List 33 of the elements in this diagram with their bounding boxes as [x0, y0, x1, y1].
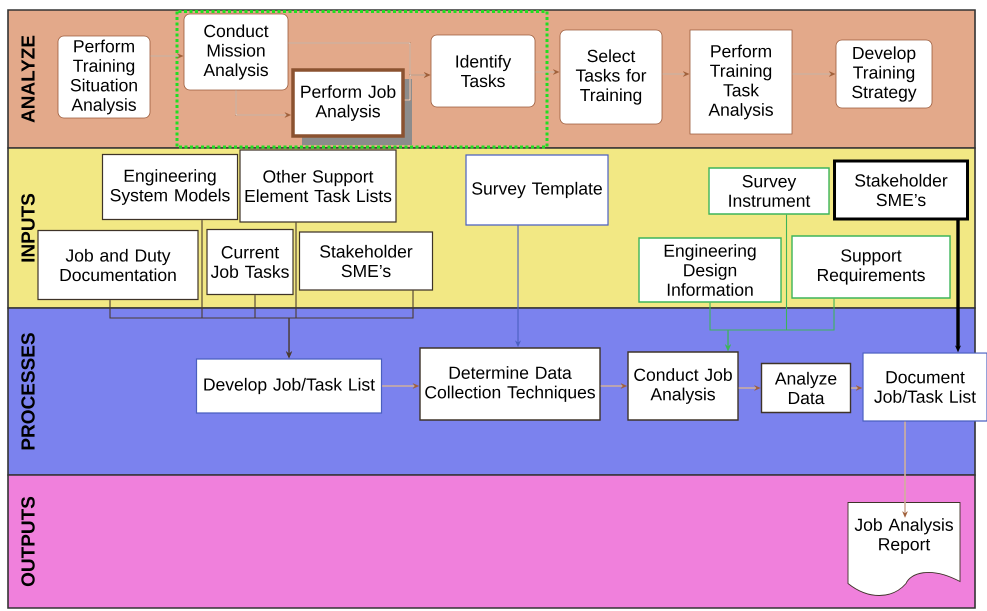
process-box: Identify Tasks: [430, 34, 536, 108]
process-box: Develop Training Strategy: [836, 40, 932, 108]
input-box: Other Support Element Task Lists: [239, 149, 397, 223]
arrow: [902, 421, 908, 518]
arrow: [404, 72, 430, 101]
arrow: [382, 383, 419, 389]
arrow: [850, 385, 862, 391]
arrow: [535, 69, 560, 75]
process-box: Develop Job/Task List: [196, 358, 382, 414]
input-box: Stakeholder SME’s: [298, 231, 434, 291]
process-box: Perform Training Task Analysis: [690, 30, 792, 134]
arrow: [600, 383, 627, 389]
process-box: Conduct Job Analysis: [627, 351, 739, 421]
input-box: Job and Duty Documentation: [37, 230, 199, 300]
process-box: Conduct Mission Analysis: [184, 14, 288, 90]
input-box: Support Requirements: [791, 235, 951, 299]
process-box: Survey Template: [465, 154, 609, 226]
process-box: Analyze Data: [760, 362, 852, 414]
input-box: Current Job Tasks: [206, 228, 294, 296]
input-box: Survey Instrument: [708, 167, 830, 215]
process-box: Determine Data Collection Techniques: [419, 347, 601, 421]
input-box: Stakeholder SME’s: [833, 160, 969, 220]
process-box: Perform Job Analysis: [291, 68, 412, 145]
process-box: Document Job/Task List: [862, 352, 987, 422]
input-box: Engineering System Models: [102, 154, 238, 220]
arrow: [235, 90, 291, 118]
arrow: [792, 71, 836, 77]
arrow: [150, 53, 184, 59]
input-box: Engineering Design Information: [638, 237, 782, 303]
arrow: [738, 385, 760, 391]
process-box: Select Tasks for Training: [560, 30, 662, 124]
arrow: [662, 71, 690, 77]
process-box: Perform Training Situation Analysis: [58, 36, 150, 118]
